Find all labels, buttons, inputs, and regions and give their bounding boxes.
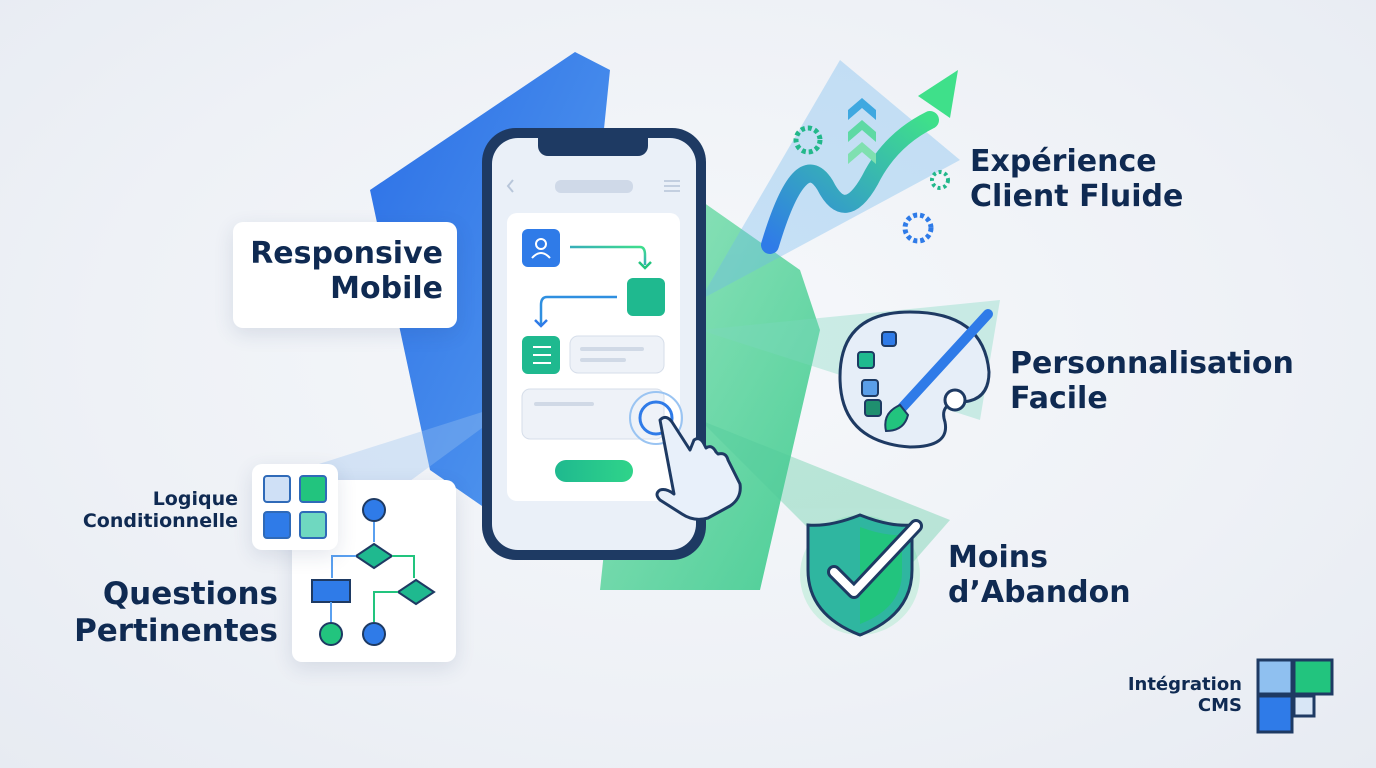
abandon-line2: d’Abandon [948,575,1131,611]
abandon-label: Moins d’Abandon [948,540,1131,611]
cms-line1: Intégration [1127,674,1242,695]
shield-check-icon [800,513,923,637]
abandon-line1: Moins [948,540,1048,575]
cms-line2: CMS [1197,695,1242,717]
personalisation-line1: Personnalisation [1010,346,1294,381]
experience-line1: Expérience [970,144,1157,179]
logic-line1: Logique [152,488,238,510]
puzzle-icon [1256,658,1334,734]
logic-card [252,464,338,550]
responsive-line2: Mobile [330,271,443,307]
growth-arrow-icon [761,70,958,254]
hand-pointer-icon [655,415,742,521]
flowchart-icon [311,498,436,646]
personalisation-line2: Facile [1010,381,1108,417]
logic-line2: Conditionnelle [82,510,238,533]
conditional-logic-icon [263,475,327,539]
questions-line1: Questions [102,576,278,612]
questions-line2: Pertinentes [74,612,278,649]
responsive-line1: Responsive [250,236,443,271]
palette-brush-icon [838,309,993,449]
responsive-mobile-card [233,222,457,328]
experience-label: Expérience Client Fluide [970,144,1183,215]
cms-label: Intégration CMS [1100,674,1242,716]
personalisation-label: Personnalisation Facile [1010,346,1294,417]
logic-label: Logique Conditionnelle [60,488,238,533]
questions-label: Questions Pertinentes [40,576,278,649]
experience-line2: Client Fluide [970,179,1184,215]
phone-illustration [482,128,742,560]
responsive-mobile-label: Responsive Mobile [243,236,443,307]
